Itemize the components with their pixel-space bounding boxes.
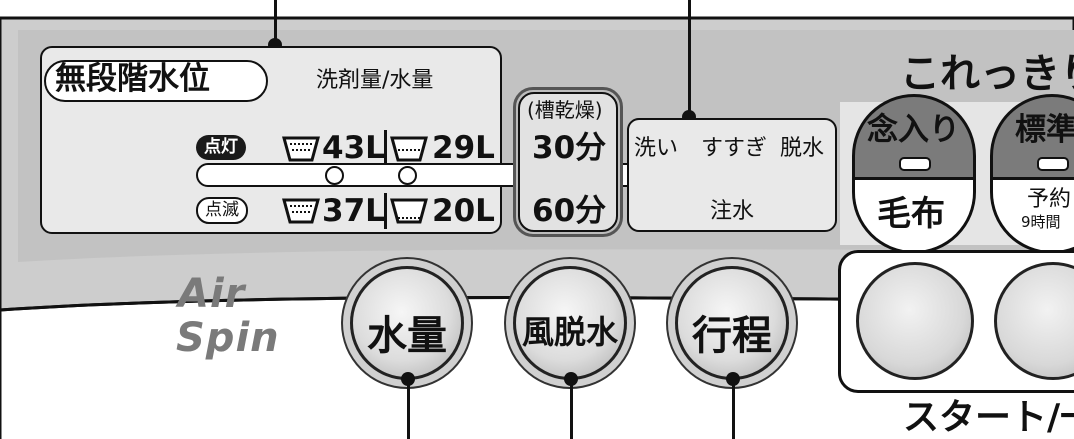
callout-line-air-dry (570, 378, 573, 439)
led-43l (325, 166, 344, 185)
water-level-title: 無段階水位 (55, 61, 210, 97)
start-label: スタート/一 (903, 397, 1074, 438)
lit-value-2: 29L (432, 130, 495, 166)
tub-dry-60: 60分 (532, 193, 607, 229)
process-spin: 脱水 (780, 136, 825, 161)
course-standard-label: 標準 (1015, 112, 1074, 148)
water-amount-label: 水量 (367, 313, 447, 359)
blink-value-1: 37L (322, 193, 385, 229)
lit-value-1: 43L (322, 130, 385, 166)
course-timer-sub: 9時間 (1021, 213, 1061, 231)
process-fill: 注水 (710, 199, 755, 224)
course-button-standard-lower (993, 177, 1074, 251)
course-thorough-led (899, 157, 931, 171)
tub-dry-30: 30分 (532, 130, 607, 166)
brand-line2: Spin (176, 315, 280, 361)
course-process-button[interactable]: 行程 (675, 266, 789, 380)
air-dry-button[interactable]: 風脱水 (513, 266, 627, 380)
callout-line-water-amount (407, 378, 410, 439)
divider (384, 130, 387, 166)
process-group (627, 118, 837, 232)
course-heading: これっきり (900, 51, 1074, 97)
detergent-cup-icon (282, 134, 320, 164)
course-timer-label: 予約 (1027, 187, 1072, 212)
water-cup-icon (390, 134, 428, 164)
course-standard-led (1037, 157, 1069, 171)
lit-badge: 点灯 (196, 135, 246, 160)
brand-line1: Air (178, 271, 246, 317)
course-blanket-label: 毛布 (877, 194, 945, 234)
water-level-subtitle: 洗剤量/水量 (316, 68, 434, 93)
course-button-thorough-lower (855, 177, 973, 251)
divider (384, 193, 387, 229)
process-rinse: すすぎ (701, 136, 768, 161)
callout-line-water (274, 0, 277, 44)
detergent-cup-icon (282, 196, 320, 226)
water-amount-button[interactable]: 水量 (350, 266, 464, 380)
water-cup-icon (390, 196, 428, 226)
course-thorough-label: 念入り (867, 112, 960, 148)
tub-dry-inner (518, 92, 618, 232)
tub-dry-title: (槽乾燥) (527, 98, 603, 122)
callout-line-course (732, 378, 735, 439)
course-button-thorough[interactable]: 念入り 毛布 (852, 94, 976, 254)
led-29l (398, 166, 417, 185)
blink-value-2: 20L (432, 193, 495, 229)
callout-line-process (688, 0, 691, 115)
air-dry-label: 風脱水 (521, 313, 618, 351)
process-wash: 洗い (634, 136, 679, 161)
water-level-title-pill (44, 60, 268, 102)
course-button-standard[interactable]: 標準 予約 9時間 (990, 94, 1074, 254)
course-process-label: 行程 (692, 313, 772, 359)
start-button-left[interactable] (856, 262, 974, 380)
blink-badge: 点滅 (196, 197, 248, 224)
